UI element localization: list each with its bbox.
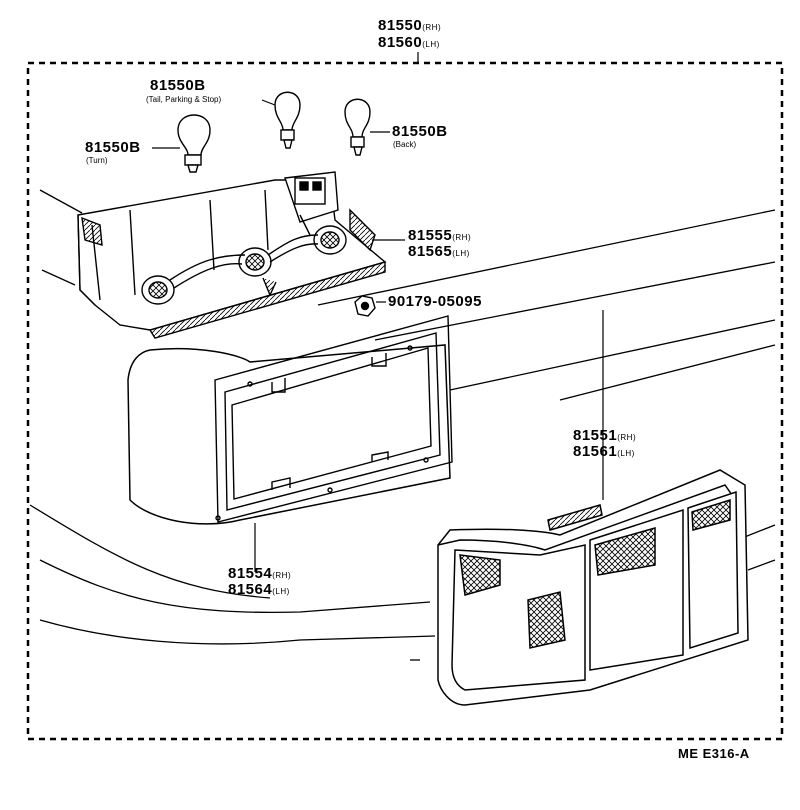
nut-part-number: 90179-05095 <box>388 293 482 310</box>
assembly-rh-number: 81550 <box>378 17 423 34</box>
socket-housing-rh-number: 81555 <box>408 227 453 244</box>
socket-housing-assembly <box>77 171 387 339</box>
bulb-turn-note: (Turn) <box>86 156 108 165</box>
socket-housing-rh-side: (RH) <box>452 233 472 242</box>
lens-lh-side: (LH) <box>617 449 635 458</box>
gasket-rh-side: (RH) <box>272 571 292 580</box>
lens-rh-side: (RH) <box>617 433 637 442</box>
socket-housing-lh-side: (LH) <box>452 249 470 258</box>
bulb-turn-part-number: 81550B <box>85 139 141 156</box>
gasket-part-number-lh: 81564(LH) <box>228 582 290 597</box>
body-lamp-opening <box>127 344 451 525</box>
bulb-back-note: (Back) <box>393 140 417 149</box>
lens <box>437 469 749 706</box>
assembly-part-number-rh: 81550(RH) <box>378 18 441 33</box>
diagram-reference-code: ME E316-A <box>678 746 750 761</box>
gasket-rh-number: 81554 <box>228 565 273 582</box>
gasket <box>214 315 453 523</box>
lens-part-number-lh: 81561(LH) <box>573 444 635 459</box>
lens-lh-number: 81561 <box>573 443 618 460</box>
lens-rh-number: 81551 <box>573 427 618 444</box>
nut <box>354 295 376 317</box>
assembly-boundary <box>26 61 784 741</box>
bulb-back <box>344 98 371 156</box>
assembly-lh-number: 81560 <box>378 34 423 51</box>
bulb-tail-part-number: 81550B <box>150 77 206 94</box>
socket-housing-part-number-lh: 81565(LH) <box>408 244 470 259</box>
socket-housing-part-number-rh: 81555(RH) <box>408 228 471 243</box>
socket-housing-lh-number: 81565 <box>408 243 453 260</box>
assembly-lh-side: (LH) <box>422 40 440 49</box>
bulb-tail-note: (Tail, Parking & Stop) <box>146 95 222 104</box>
bulb-back-part-number: 81550B <box>392 123 448 140</box>
lens-part-number-rh: 81551(RH) <box>573 428 636 443</box>
gasket-part-number-rh: 81554(RH) <box>228 566 291 581</box>
bulb-tail-parking-stop <box>274 91 301 149</box>
gasket-lh-side: (LH) <box>272 587 290 596</box>
assembly-part-number-lh: 81560(LH) <box>378 35 440 50</box>
bulb-turn <box>177 114 211 173</box>
bulb-leader-lines <box>152 99 390 149</box>
gasket-lh-number: 81564 <box>228 581 273 598</box>
assembly-rh-side: (RH) <box>422 23 442 32</box>
